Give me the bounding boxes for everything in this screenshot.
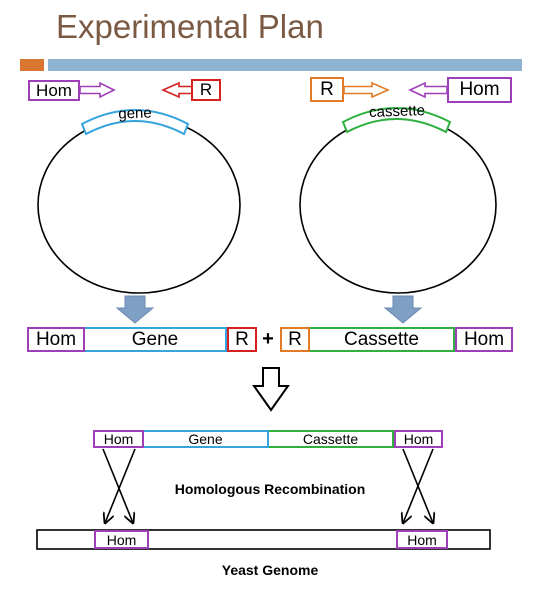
- genome-hom-left: Hom: [94, 530, 149, 549]
- r-right-outline-arrow: [343, 81, 390, 99]
- recombination-label: Homologous Recombination: [174, 481, 366, 497]
- combined-hom-right: Hom: [455, 327, 513, 352]
- hom-left-outline-arrow: [79, 81, 116, 99]
- crossover-right-line-b: [403, 448, 434, 523]
- top-hom-left-label: Hom: [28, 80, 80, 101]
- gene-plasmid-circle: [37, 116, 241, 294]
- construct-gene: Gene: [144, 430, 269, 448]
- gene-plasmid-label: gene: [118, 103, 152, 123]
- combined-cassette: Cassette: [310, 327, 455, 352]
- page-title: Experimental Plan: [56, 8, 324, 45]
- combined-hom-left: Hom: [27, 327, 85, 352]
- gene-curved-label-box: [80, 109, 190, 136]
- crossover-left-line-a: [102, 448, 133, 523]
- cassette-plasmid-label: cassette: [368, 101, 426, 121]
- cassette-down-arrow: [383, 295, 423, 324]
- r-left-outline-arrow: [161, 81, 193, 99]
- title-accent-bar: [20, 59, 44, 71]
- genome-bar: [36, 529, 491, 550]
- top-r-right-label: R: [310, 77, 344, 102]
- construct-hom-right: Hom: [394, 430, 443, 448]
- combined-r-left: R: [227, 327, 257, 352]
- plus-sign: +: [262, 327, 274, 350]
- genome-hom-right: Hom: [396, 530, 448, 549]
- cassette-curved-label-box: [341, 107, 452, 134]
- combined-gene: Gene: [85, 327, 227, 352]
- title-rule-bar: [48, 59, 522, 71]
- construct-cassette: Cassette: [269, 430, 394, 448]
- yeast-genome-label: Yeast Genome: [221, 562, 319, 578]
- hom-right-outline-arrow: [408, 81, 448, 99]
- top-r-left-label: R: [191, 79, 221, 101]
- combined-r-right: R: [280, 327, 310, 352]
- top-hom-right-label: Hom: [447, 77, 512, 103]
- hollow-down-arrow: [252, 367, 290, 412]
- construct-hom-left: Hom: [93, 430, 144, 448]
- cassette-plasmid-circle: [299, 116, 497, 294]
- crossover-left-line-b: [105, 448, 136, 523]
- gene-down-arrow: [115, 295, 155, 324]
